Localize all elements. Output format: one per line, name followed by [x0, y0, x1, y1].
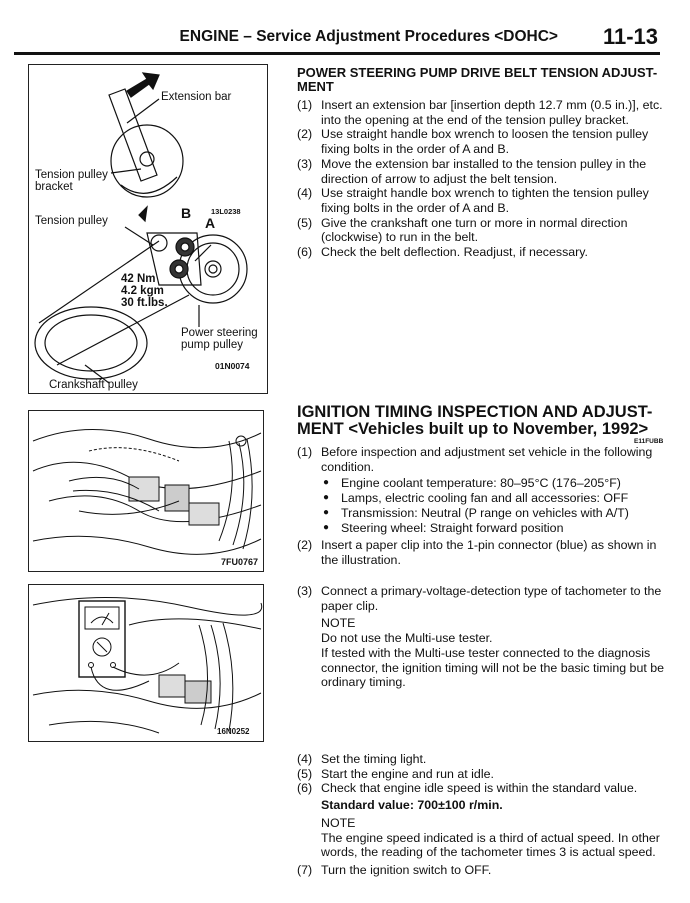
- condition-item: Engine coolant temperature: 80–95°C (176…: [321, 476, 665, 491]
- note-text: If tested with the Multi-use tester conn…: [321, 645, 665, 690]
- figure-tachometer: 16N0252: [28, 584, 264, 742]
- step-item: (6)Check that engine idle speed is withi…: [297, 781, 665, 860]
- header-title: ENGINE – Service Adjustment Procedures <…: [179, 28, 558, 45]
- standard-value: Standard value: 700±100 r/min.: [321, 798, 503, 813]
- tachometer-illustration: [32, 596, 263, 734]
- step-item: (3)Connect a primary-voltage-detection t…: [297, 584, 665, 690]
- step-item: (1)Before inspection and adjustment set …: [297, 445, 665, 535]
- note-heading: NOTE: [321, 815, 356, 830]
- label-tension-pulley: Tension pulley: [35, 215, 108, 227]
- page-number: 11-13: [602, 24, 658, 49]
- step-item: (1)Insert an extension bar [insertion de…: [297, 98, 663, 127]
- section1-title: POWER STEERING PUMP DRIVE BELT TENSION A…: [297, 66, 657, 93]
- note-text: Do not use the Multi-use tester.: [321, 631, 493, 646]
- label-a: A: [205, 215, 216, 231]
- step-item: (6)Check the belt deflection. Readjust, …: [297, 245, 588, 260]
- figure-code-top: 13L0238: [211, 207, 241, 216]
- condition-item: Transmission: Neutral (P range on vehicl…: [321, 506, 665, 521]
- label-tension-pulley-bracket-2: bracket: [35, 181, 73, 193]
- figure-belt-tension: Extension bar Tension pulley bracket Ten…: [28, 64, 268, 394]
- section2-title-line2: MENT <Vehicles built up to November, 199…: [297, 420, 649, 439]
- figure-code-connector: 7FU0767: [221, 557, 259, 567]
- connector-illustration: [32, 428, 262, 555]
- step-item: (3)Move the extension bar installed to t…: [297, 156, 647, 186]
- step-item: (5)Give the crankshaft one turn or more …: [297, 215, 628, 245]
- label-extension-bar: Extension bar: [161, 91, 232, 103]
- label-torque-nm: 42 Nm: [121, 273, 156, 285]
- label-ps-pump-pulley-2: pump pulley: [181, 339, 244, 351]
- condition-item: Steering wheel: Straight forward positio…: [321, 521, 665, 536]
- label-tension-pulley-bracket: Tension pulley: [35, 169, 108, 181]
- section2-code: E11FUBB: [634, 438, 664, 445]
- label-crankshaft-pulley: Crankshaft pulley: [49, 379, 138, 391]
- step-item: (2)Use straight handle box wrench to loo…: [297, 127, 649, 157]
- section2-steps-b: (3)Connect a primary-voltage-detection t…: [297, 584, 665, 690]
- label-b: B: [181, 205, 192, 221]
- section1-title-line1: POWER STEERING PUMP DRIVE BELT TENSION A…: [297, 65, 658, 80]
- section2-steps-a: (1)Before inspection and adjustment set …: [297, 445, 665, 568]
- belt-tension-illustration: [34, 72, 248, 384]
- condition-item: Lamps, electric cooling fan and all acce…: [321, 491, 665, 506]
- label-torque-kgm: 4.2 kgm: [121, 285, 164, 297]
- step-item: (5)Start the engine and run at idle.: [297, 766, 494, 781]
- section1-steps: (1)Insert an extension bar [insertion de…: [297, 98, 665, 260]
- label-torque-ftlbs: 30 ft.lbs.: [121, 297, 168, 309]
- label-ps-pump-pulley: Power steering: [181, 327, 258, 339]
- step-item: (4)Set the timing light.: [297, 752, 427, 766]
- section2-title: IGNITION TIMING INSPECTION AND ADJUST- M…: [297, 403, 653, 439]
- step-item: (2)Insert a paper clip into the 1-pin co…: [297, 538, 657, 567]
- note-text: The engine speed indicated is a third of…: [321, 830, 660, 860]
- step-item: (7)Turn the ignition switch to OFF.: [297, 862, 492, 877]
- condition-list: Engine coolant temperature: 80–95°C (176…: [321, 476, 665, 535]
- section1-title-line2: MENT: [297, 78, 334, 94]
- page-header: ENGINE – Service Adjustment Procedures <…: [14, 24, 660, 55]
- section2-title-line1: IGNITION TIMING INSPECTION AND ADJUST-: [297, 403, 653, 421]
- section2-steps-c: (4)Set the timing light. (5)Start the en…: [297, 752, 665, 878]
- step-item: (4)Use straight handle box wrench to tig…: [297, 186, 649, 215]
- figure-code-bottom: 01N0074: [215, 361, 250, 371]
- figure-connector: 7FU0767: [28, 410, 264, 572]
- note-heading: NOTE: [321, 616, 356, 631]
- figure-code-tachometer: 16N0252: [217, 727, 250, 736]
